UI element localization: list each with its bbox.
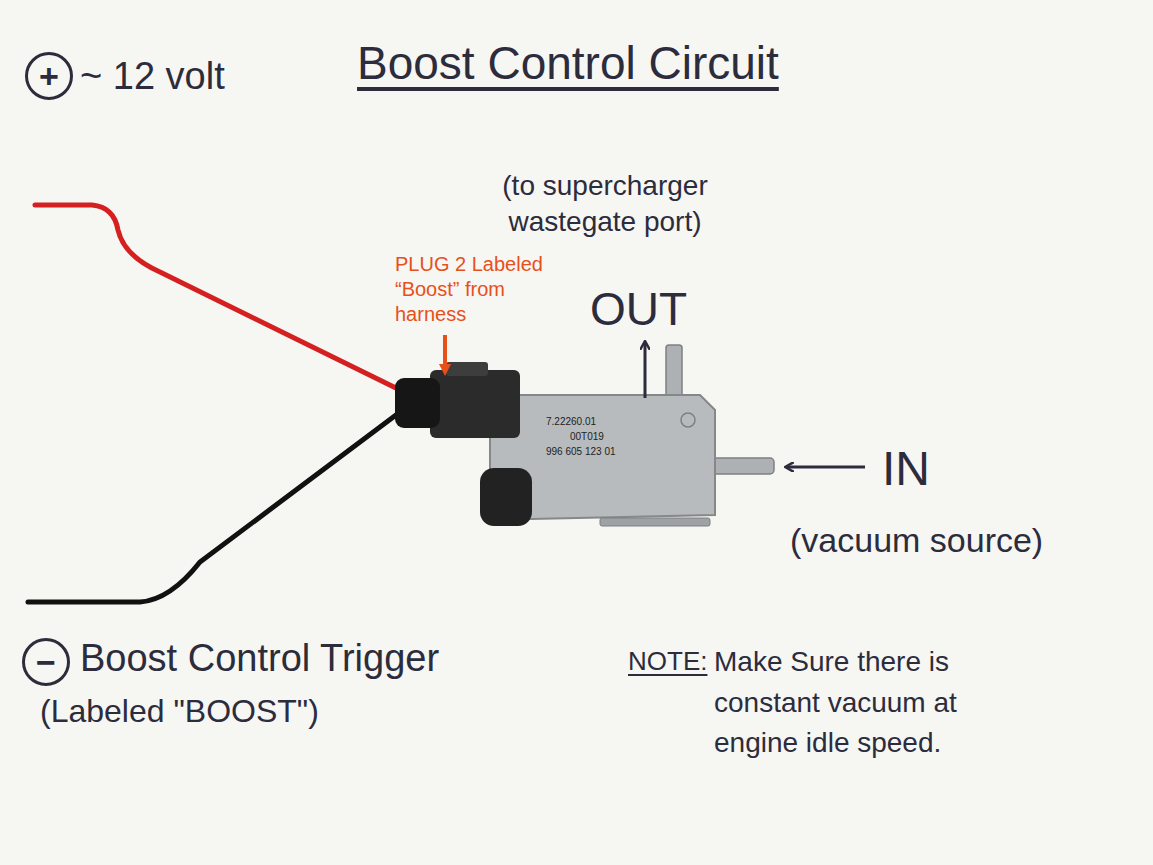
sign-symbol: +	[39, 59, 59, 93]
part-marking: 7.22260.01	[546, 416, 596, 428]
out-arrow	[644, 342, 647, 398]
signal-note: (Labeled "BOOST")	[40, 692, 319, 730]
signal-name: Boost Control Trigger	[80, 636, 439, 682]
sign-circle: −	[22, 638, 70, 686]
source-note: (vacuum source)	[790, 520, 1043, 561]
sign-circle: +	[25, 52, 73, 100]
red-wire	[35, 205, 400, 390]
in-arrow	[786, 466, 865, 469]
port-label: IN	[882, 440, 930, 498]
part-marking: 996 605 123 01	[546, 446, 616, 458]
solenoid-valve	[395, 345, 774, 526]
plug-callout: PLUG 2 Labeled “Boost” from harness	[395, 252, 555, 327]
plug-arrow	[443, 335, 447, 370]
part-marking: 00T019	[570, 431, 604, 443]
note-heading: NOTE:	[628, 646, 707, 677]
black-wire	[28, 412, 400, 602]
destination-note: (to supercharger wastegate port)	[470, 168, 740, 241]
voltage-label: ~ 12 volt	[80, 54, 225, 100]
sign-symbol: −	[36, 645, 56, 679]
diagram-title: Boost Control Circuit	[357, 36, 779, 91]
note-text: Make Sure there is constant vacuum at en…	[714, 642, 1014, 764]
port-label: OUT	[590, 282, 687, 337]
